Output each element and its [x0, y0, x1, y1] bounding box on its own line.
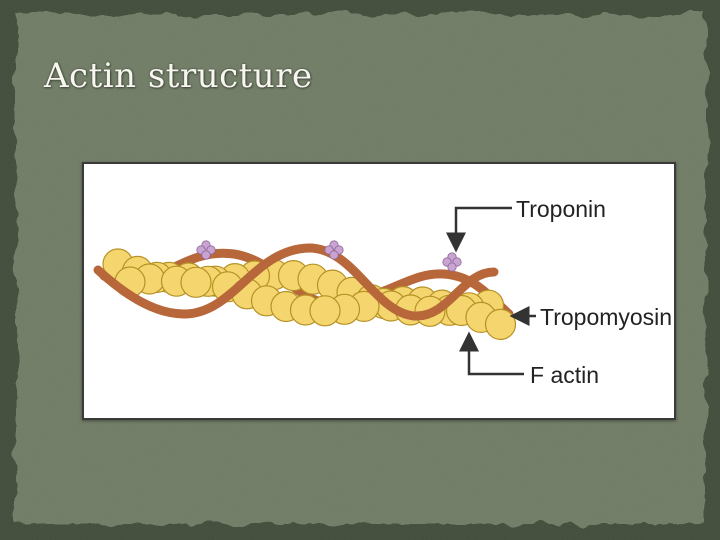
tropomyosin-strand-front: [93, 243, 499, 321]
troponin-complex: [442, 252, 462, 272]
tropomyosin-label: Tropomyosin: [540, 304, 672, 330]
actin-monomer: [484, 308, 517, 340]
troponin-label: Troponin: [516, 196, 606, 222]
actin-monomer: [309, 295, 341, 327]
actin-filament-diagram: Troponin Tropomyosin F actin: [93, 196, 672, 388]
actin-monomer: [180, 266, 212, 298]
f-actin-label: F actin: [530, 362, 599, 388]
tropomyosin-front-path: [93, 243, 499, 321]
troponin-complexes: [196, 240, 462, 272]
slide-title: Actin structure: [44, 56, 313, 96]
troponin-complex: [196, 240, 216, 260]
troponin-pointer-line: [446, 206, 512, 253]
troponin-subunit: [447, 262, 457, 272]
troponin-subunit: [201, 250, 211, 260]
f-actin-pointer-line: [459, 331, 524, 376]
troponin-complex: [324, 240, 344, 260]
troponin-subunit: [329, 250, 339, 260]
actin-diagram-panel: Troponin Tropomyosin F actin: [82, 162, 676, 420]
